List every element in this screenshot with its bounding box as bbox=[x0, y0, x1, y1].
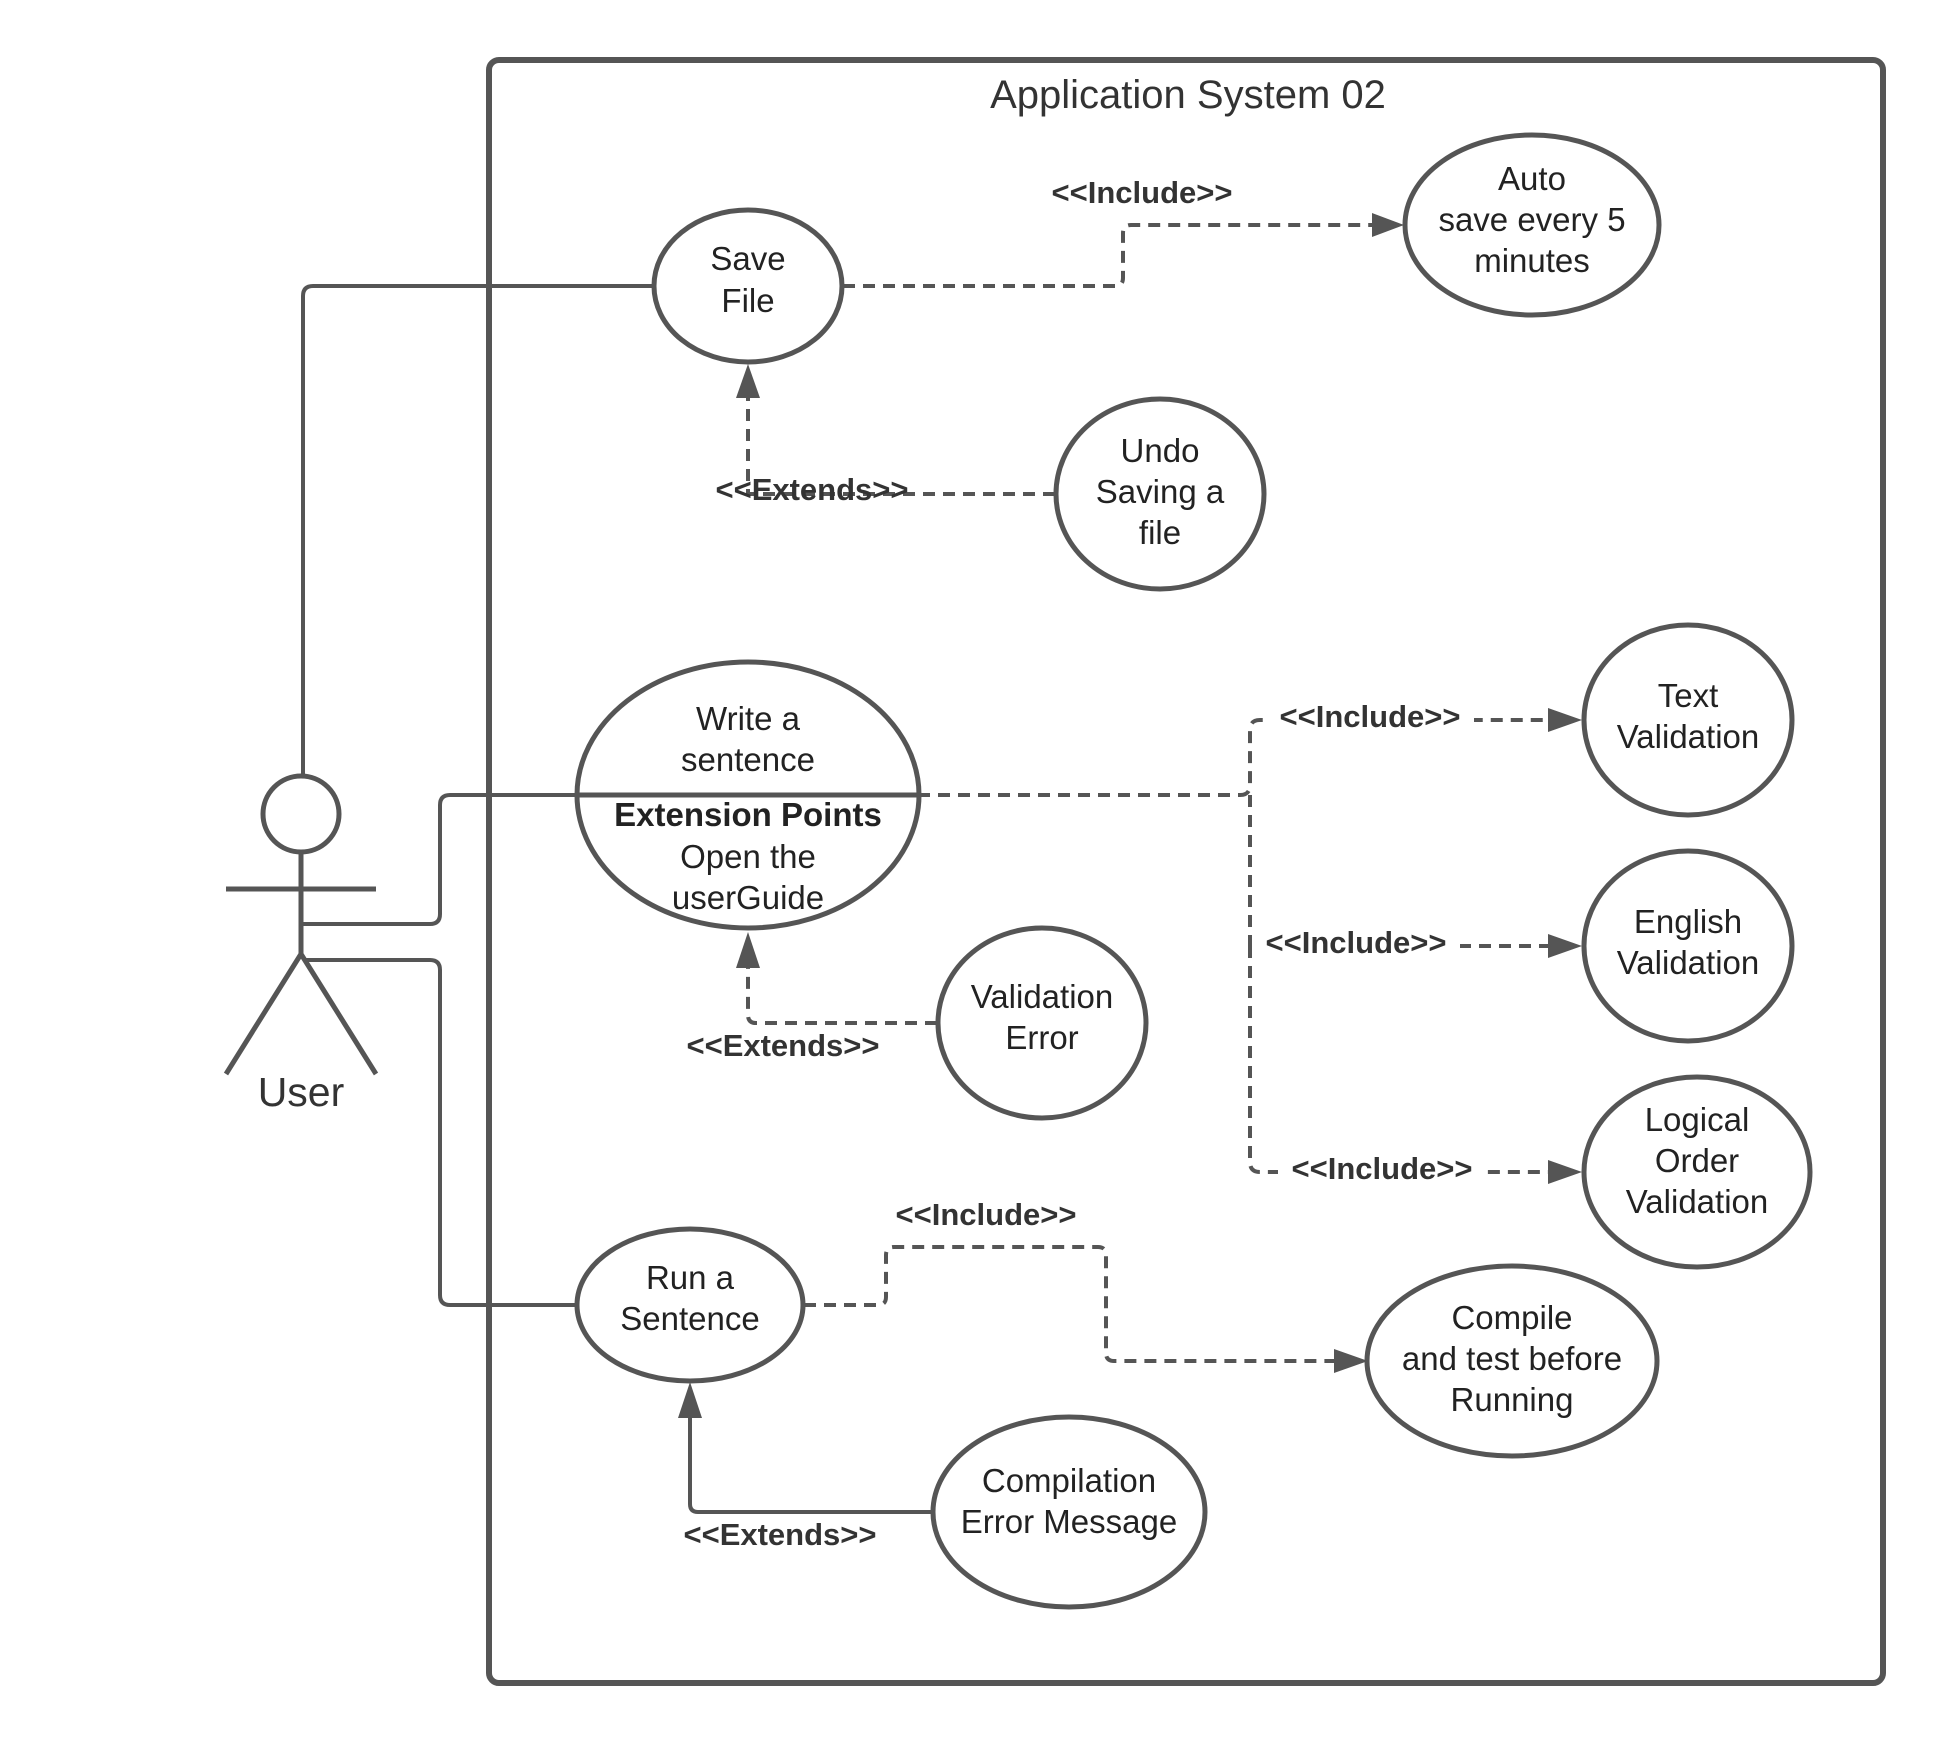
use-case-logical-order-validation[interactable]: Logical Order Validation bbox=[1581, 1074, 1813, 1270]
svg-text:File: File bbox=[721, 282, 774, 319]
use-case-text-validation[interactable]: Text Validation bbox=[1581, 622, 1795, 818]
svg-text:Compile: Compile bbox=[1451, 1299, 1572, 1336]
svg-text:Write a: Write a bbox=[696, 700, 801, 737]
actor-left-leg bbox=[223, 952, 304, 1076]
use-case-run-sentence[interactable]: Run a Sentence bbox=[574, 1226, 806, 1384]
include-label-english: <<Include>> bbox=[1266, 925, 1447, 960]
svg-text:userGuide: userGuide bbox=[672, 879, 824, 916]
use-case-undo-saving[interactable]: Undo Saving a file bbox=[1053, 396, 1267, 592]
association-user-write-sentence bbox=[303, 793, 575, 926]
svg-text:Open the: Open the bbox=[680, 838, 816, 875]
extends-line-validation-error bbox=[746, 968, 937, 1025]
svg-text:Validation: Validation bbox=[1617, 718, 1760, 755]
svg-text:English: English bbox=[1634, 903, 1742, 940]
include-arrowhead-english bbox=[1548, 934, 1582, 958]
include-branch-logical bbox=[1248, 946, 1548, 1174]
svg-text:Validation: Validation bbox=[1626, 1183, 1769, 1220]
association-user-run-sentence bbox=[303, 958, 576, 1307]
include-label-logical: <<Include>> bbox=[1292, 1151, 1473, 1186]
include-trunk-write-sentence bbox=[918, 718, 1548, 797]
svg-text:Saving a: Saving a bbox=[1096, 473, 1225, 510]
svg-text:Order: Order bbox=[1655, 1142, 1739, 1179]
use-case-write-sentence[interactable]: Write a sentence Extension Points Open t… bbox=[574, 659, 922, 931]
include-label-auto-save: <<Include>> bbox=[1052, 175, 1233, 210]
extends-label-validation-error: <<Extends>> bbox=[686, 1028, 879, 1063]
svg-text:and test before: and test before bbox=[1402, 1340, 1622, 1377]
svg-text:sentence: sentence bbox=[681, 741, 815, 778]
svg-text:Validation: Validation bbox=[1617, 944, 1760, 981]
extends-line-compilation-error bbox=[688, 1418, 934, 1514]
svg-text:Save: Save bbox=[710, 240, 785, 277]
actor-right-leg bbox=[298, 952, 379, 1076]
svg-text:Text: Text bbox=[1658, 677, 1719, 714]
extends-label-undo: <<Extends>> bbox=[715, 472, 908, 507]
include-arrowhead-text bbox=[1548, 708, 1582, 732]
use-case-compilation-error[interactable]: Compilation Error Message bbox=[930, 1414, 1208, 1610]
extends-label-compilation-error: <<Extends>> bbox=[683, 1517, 876, 1552]
system-title: Application System 02 bbox=[990, 73, 1386, 117]
svg-text:Run a: Run a bbox=[646, 1259, 735, 1296]
include-line-compile bbox=[804, 1245, 1334, 1363]
association-user-save-file bbox=[301, 284, 652, 776]
svg-text:save every 5: save every 5 bbox=[1438, 201, 1625, 238]
extends-line-undo bbox=[746, 398, 1055, 496]
include-arrowhead-logical bbox=[1548, 1160, 1582, 1184]
use-case-save-file[interactable]: Save File bbox=[651, 207, 845, 365]
extends-arrowhead-validation-error bbox=[736, 932, 760, 968]
svg-text:Auto: Auto bbox=[1498, 160, 1566, 197]
use-case-validation-error[interactable]: Validation Error bbox=[935, 925, 1149, 1121]
svg-text:Compilation: Compilation bbox=[982, 1462, 1156, 1499]
svg-text:Error: Error bbox=[1005, 1019, 1078, 1056]
include-label-text: <<Include>> bbox=[1280, 699, 1461, 734]
svg-text:Logical: Logical bbox=[1645, 1101, 1750, 1138]
use-case-english-validation[interactable]: English Validation bbox=[1581, 848, 1795, 1044]
include-arrowhead-compile bbox=[1334, 1349, 1368, 1373]
svg-text:Undo: Undo bbox=[1121, 432, 1200, 469]
svg-text:Sentence: Sentence bbox=[620, 1300, 759, 1337]
extension-points-heading: Extension Points bbox=[614, 796, 882, 833]
svg-text:minutes: minutes bbox=[1474, 242, 1590, 279]
include-arrowhead-auto-save bbox=[1372, 213, 1404, 237]
system-boundary bbox=[486, 57, 1886, 1686]
svg-text:file: file bbox=[1139, 514, 1181, 551]
include-line-auto-save bbox=[843, 223, 1372, 288]
use-case-auto-save[interactable]: Auto save every 5 minutes bbox=[1402, 132, 1662, 318]
include-label-compile: <<Include>> bbox=[896, 1197, 1077, 1232]
use-case-compile-test[interactable]: Compile and test before Running bbox=[1364, 1263, 1660, 1459]
svg-text:Running: Running bbox=[1451, 1381, 1574, 1418]
actor-user[interactable]: User bbox=[223, 773, 379, 1115]
svg-text:Error Message: Error Message bbox=[961, 1503, 1177, 1540]
extends-arrowhead-undo bbox=[736, 364, 760, 398]
svg-text:Validation: Validation bbox=[971, 978, 1114, 1015]
actor-head bbox=[260, 773, 342, 855]
actor-label: User bbox=[258, 1069, 345, 1115]
extends-arrowhead-compilation-error bbox=[678, 1382, 702, 1418]
